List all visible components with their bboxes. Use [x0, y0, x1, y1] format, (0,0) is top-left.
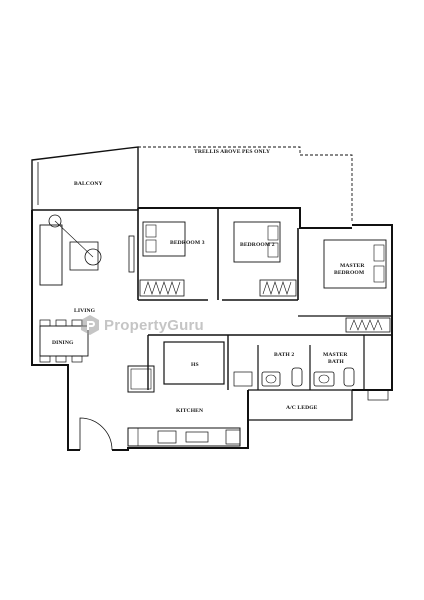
balcony-outline	[31, 146, 139, 211]
ac-ledge-outline	[248, 389, 353, 421]
sofa	[39, 224, 63, 286]
outer-wall-left	[31, 210, 80, 451]
household-shelter	[163, 341, 225, 385]
master-bedroom-label-line1: MASTER	[340, 263, 365, 269]
bath2-label: BATH 2	[274, 352, 294, 358]
balcony-label: BALCONY	[74, 181, 103, 187]
outer-wall-bottom	[112, 390, 249, 451]
master-bath-label-line2: BATH	[328, 359, 344, 365]
hs-label: HS	[191, 362, 199, 368]
trellis-outline	[137, 146, 353, 222]
bedroom2-label: BEDROOM 2	[240, 242, 275, 248]
bedroom3-label: BEDROOM 3	[170, 240, 205, 246]
entrance-door	[79, 417, 113, 451]
dining-label: DINING	[52, 340, 74, 346]
kitchen-label: KITCHEN	[176, 408, 203, 414]
living-label: LIVING	[74, 308, 96, 314]
master-bath-label-line1: MASTER	[323, 352, 348, 358]
trellis-label: TRELLIS ABOVE PES ONLY	[194, 149, 270, 155]
master-bedroom-label-line2: BEDROOM	[334, 270, 365, 276]
ac-ledge-label: A/C LEDGE	[286, 405, 318, 411]
